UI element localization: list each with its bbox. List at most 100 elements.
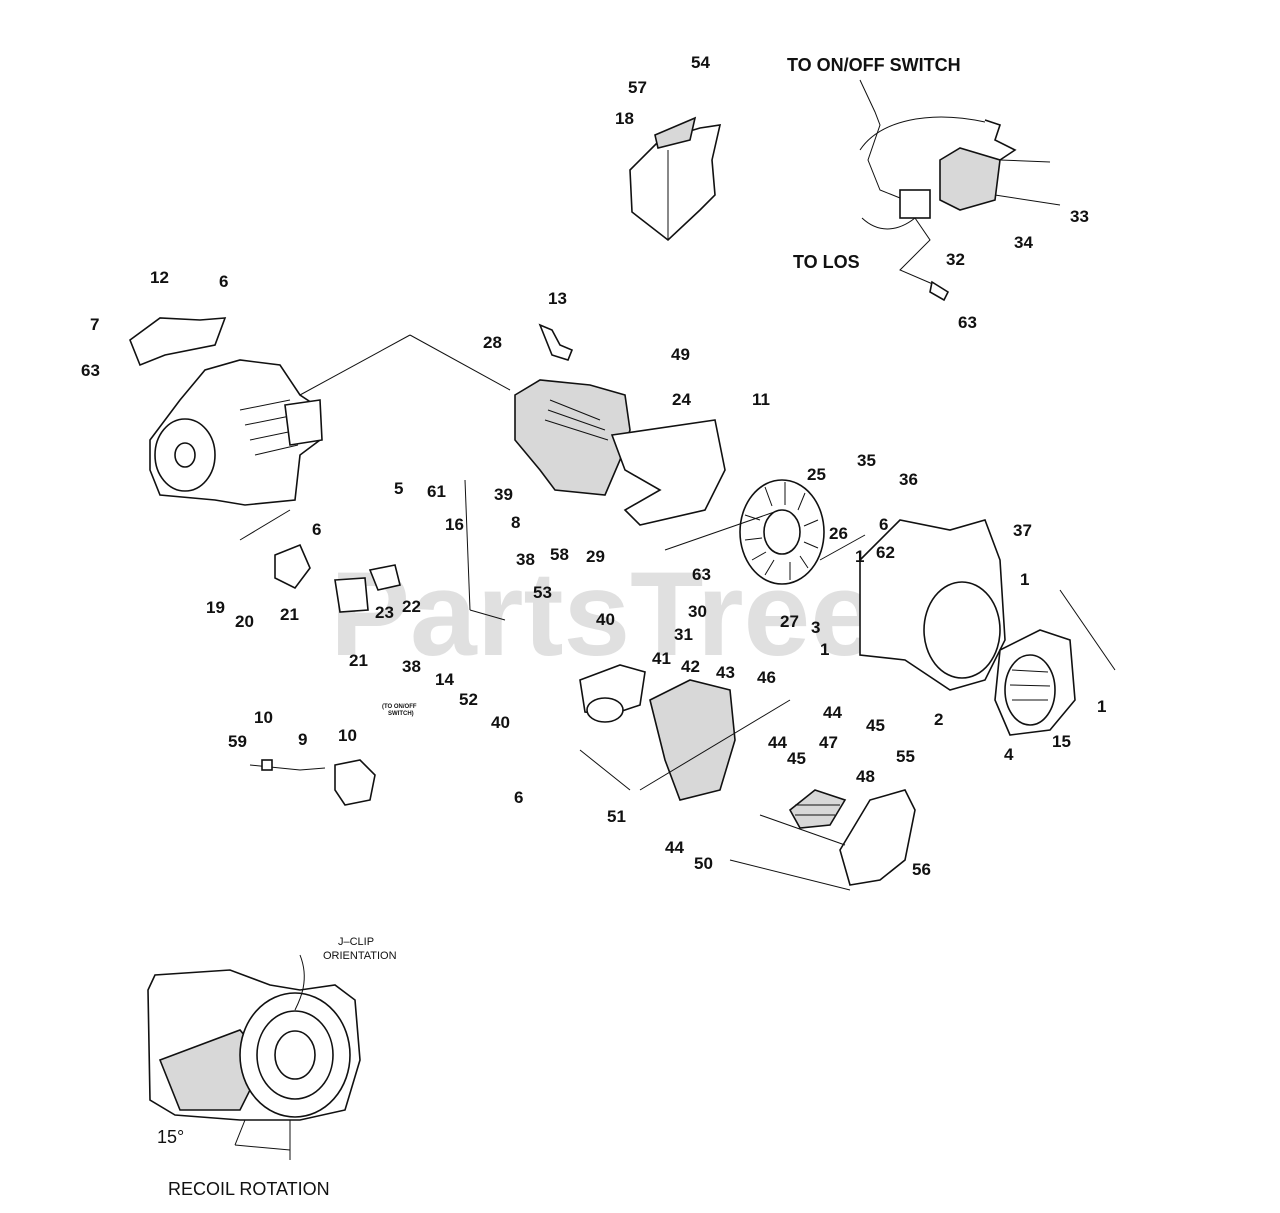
carburetor: [579, 664, 646, 723]
recoil-starter: [994, 629, 1076, 736]
small-note-line2: SWITCH): [388, 711, 414, 717]
callout-6: 6: [879, 515, 888, 534]
jclip-label-line2: ORIENTATION: [323, 950, 397, 962]
callout-6: 6: [219, 272, 228, 291]
callout-1: 1: [855, 547, 864, 566]
callout-43: 43: [716, 663, 735, 682]
callout-21: 21: [349, 651, 368, 670]
to-onoff-switch-label: TO ON/OFF SWITCH: [787, 55, 961, 75]
callout-1: 1: [820, 640, 829, 659]
recoil-rotation-label: RECOIL ROTATION: [168, 1179, 330, 1199]
callout-49: 49: [671, 345, 690, 364]
callout-57: 57: [628, 78, 647, 97]
jclip-label-line1: J–CLIP: [338, 936, 374, 948]
callout-10: 10: [254, 708, 273, 727]
callout-14: 14: [435, 670, 454, 689]
air-cleaner-cover: [839, 789, 916, 886]
callout-1: 1: [1020, 570, 1029, 589]
callout-37: 37: [1013, 521, 1032, 540]
callout-40: 40: [491, 713, 510, 732]
leader-lines: [239, 334, 1116, 891]
callout-38: 38: [516, 550, 535, 569]
callout-21: 21: [280, 605, 299, 624]
callout-59: 59: [228, 732, 247, 751]
callout-44: 44: [768, 733, 787, 752]
callout-4: 4: [1004, 745, 1014, 764]
recoil-rotation-inset: [147, 954, 361, 1160]
callout-39: 39: [494, 485, 513, 504]
callout-44: 44: [665, 838, 684, 857]
callout-24: 24: [672, 390, 691, 409]
callout-53: 53: [533, 583, 552, 602]
callout-27: 27: [780, 612, 799, 631]
callout-labels: 54 57 18 33 34 32 63 12 6 7 63 13 28 49 …: [81, 53, 1106, 879]
callout-10: 10: [338, 726, 357, 745]
callout-56: 56: [912, 860, 931, 879]
callout-18: 18: [615, 109, 634, 128]
callout-29: 29: [586, 547, 605, 566]
callout-51: 51: [607, 807, 626, 826]
callout-41: 41: [652, 649, 671, 668]
callout-12: 12: [150, 268, 169, 287]
fuel-line-assembly: [249, 759, 376, 806]
callout-63: 63: [958, 313, 977, 332]
callout-54: 54: [691, 53, 710, 72]
callout-33: 33: [1070, 207, 1089, 226]
air-filter-element: [788, 789, 847, 829]
callout-13: 13: [548, 289, 567, 308]
callout-6: 6: [312, 520, 321, 539]
callout-52: 52: [459, 690, 478, 709]
callout-42: 42: [681, 657, 700, 676]
callout-15: 15: [1052, 732, 1071, 751]
callout-7: 7: [90, 315, 99, 334]
callout-50: 50: [694, 854, 713, 873]
callout-36: 36: [899, 470, 918, 489]
callout-23: 23: [375, 603, 394, 622]
cylinder-head-assembly: [514, 323, 726, 526]
callout-34: 34: [1014, 233, 1033, 252]
shroud-bracket: [629, 116, 722, 242]
callout-48: 48: [856, 767, 875, 786]
callout-44: 44: [823, 703, 842, 722]
callout-38: 38: [402, 657, 421, 676]
angle-label: 15°: [157, 1127, 184, 1147]
callout-16: 16: [445, 515, 464, 534]
callout-32: 32: [946, 250, 965, 269]
to-los-label: TO LOS: [793, 252, 860, 272]
engine-block: [149, 359, 323, 506]
callout-35: 35: [857, 451, 876, 470]
callout-61: 61: [427, 482, 446, 501]
callout-26: 26: [829, 524, 848, 543]
callout-1: 1: [1097, 697, 1106, 716]
callout-40: 40: [596, 610, 615, 629]
flywheel: [739, 479, 825, 585]
callout-2: 2: [934, 710, 943, 729]
engine-cover-plate: [129, 317, 227, 367]
callout-62: 62: [876, 543, 895, 562]
callout-19: 19: [206, 598, 225, 617]
callout-46: 46: [757, 668, 776, 687]
callout-63: 63: [81, 361, 100, 380]
callout-5: 5: [394, 479, 403, 498]
callout-9: 9: [298, 730, 307, 749]
callout-25: 25: [807, 465, 826, 484]
callout-3: 3: [811, 618, 820, 637]
air-filter-base: [649, 679, 736, 801]
callout-30: 30: [688, 602, 707, 621]
small-note-line1: (TO ON/OFF: [382, 704, 417, 710]
callout-6: 6: [514, 788, 523, 807]
callout-22: 22: [402, 597, 421, 616]
callout-28: 28: [483, 333, 502, 352]
callout-31: 31: [674, 625, 693, 644]
callout-45: 45: [787, 749, 806, 768]
callout-45: 45: [866, 716, 885, 735]
blower-housing: [859, 519, 1006, 691]
ignition-module-parts: [274, 543, 401, 613]
callout-63: 63: [692, 565, 711, 584]
switch-wiring-assembly: [859, 79, 1061, 302]
callout-58: 58: [550, 545, 569, 564]
callout-47: 47: [819, 733, 838, 752]
callout-11: 11: [752, 390, 770, 409]
callout-20: 20: [235, 612, 254, 631]
